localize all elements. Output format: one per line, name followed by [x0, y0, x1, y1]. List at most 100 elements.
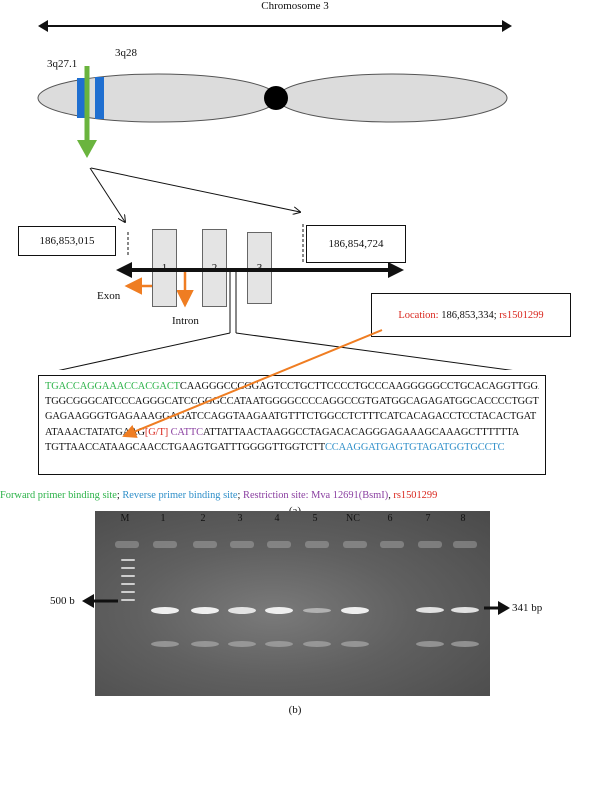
legend-sep-3: , [388, 490, 394, 501]
coord-left-text: 186,853,015 [39, 235, 95, 247]
legend-forward: Forward primer binding site [0, 490, 117, 501]
chromosome-p-arm [276, 73, 508, 123]
well-5 [305, 541, 329, 548]
product-band-4 [265, 607, 293, 614]
centromere [264, 86, 288, 110]
band-label-right: 3q28 [115, 47, 137, 59]
sequence-line-4-post: ATTATTAACTAAGGCCTAGACACAGGGAGAAAGCAAAGCT… [202, 426, 520, 438]
reverse-primer-seq: CCAAGGATGAGTGTAGATGGTGCCTC [324, 441, 505, 453]
dimer-band-3 [228, 641, 256, 647]
dimer-band-4 [265, 641, 293, 647]
marker-500b-label: 500 b [50, 595, 75, 607]
dimer-band-5 [303, 641, 331, 647]
sequence-line-3-text: GAGAAGGGTGAGAAAGGAGATCCAGGTAAGAATGTTTCTG… [45, 411, 537, 423]
product-band-5 [303, 608, 331, 613]
lane-label-m: M [120, 513, 130, 524]
product-band-7 [416, 607, 444, 613]
dimer-band-7 [416, 641, 444, 647]
location-position: 186,853,334; [438, 309, 500, 321]
marker-arrow-left [82, 594, 118, 608]
lane-label-4: 4 [274, 513, 280, 524]
well-3 [230, 541, 254, 548]
intron-zoom-diag-right [235, 332, 513, 370]
restriction-site-seq: CATTC [168, 426, 204, 438]
sequence-line-1: TGACCAGGAAACCACGACTCAAGGGCCCGGAGTCCTGCTT… [45, 379, 539, 394]
location-box: Location: 186,853,334; rs1501299 [371, 293, 571, 337]
marker-341bp-label: 341 bp [512, 602, 543, 614]
lane-label-5: 5 [312, 513, 318, 524]
coord-right-text: 186,854,724 [328, 238, 384, 250]
sequence-line-2-text: TGGCGGGCATCCCAGGGCATCCGGGCCATAATGGGGCCCC… [45, 396, 539, 408]
lane-label-8: 8 [460, 513, 466, 524]
chromosome-span-arrow [38, 20, 512, 32]
product-band-2 [191, 607, 219, 614]
chromosome-title: Chromosome 3 [261, 0, 329, 12]
ladder-band [121, 599, 135, 601]
intron-label: Intron [172, 315, 199, 327]
legend-sep-1: ; [116, 490, 123, 501]
exon-label-1: 1 [161, 262, 168, 274]
well-6 [380, 541, 404, 548]
sequence-line-4-pre: ATAAACTATATGAAG [45, 426, 145, 438]
ladder-band [121, 567, 135, 569]
well-m [115, 541, 139, 548]
lane-label-6: 6 [387, 513, 393, 524]
green-down-arrow [77, 66, 97, 158]
dimer-band-8 [451, 641, 479, 647]
ladder-band [121, 559, 135, 561]
gel-image: M 1 2 3 4 5 NC 6 7 8 [95, 511, 490, 696]
sequence-line-2: TGGCGGGCATCCCAGGGCATCCGGGCCATAATGGGGCCCC… [45, 394, 539, 409]
location-snp: rs1501299 [499, 309, 544, 321]
ladder-band [121, 575, 135, 577]
band-3q27-1 [77, 78, 86, 118]
marker-arrow-right [484, 601, 510, 615]
sequence-line-3: GAGAAGGGTGAGAAAGGAGATCCAGGTAAGAATGTTTCTG… [45, 409, 539, 424]
legend-reverse: Reverse primer binding site [122, 490, 238, 501]
legend-restriction: Restriction site: Mva 12691(BsmI) [243, 490, 389, 501]
ladder-band [121, 591, 135, 593]
chromosome-q-arm [37, 73, 279, 123]
panel-a-graphics [37, 20, 513, 370]
legend-snp: rs1501299 [393, 490, 438, 501]
well-7 [418, 541, 442, 548]
ladder-band [121, 583, 135, 585]
exon-box-2: 2 [202, 229, 227, 307]
sequence-box: TGACCAGGAAACCACGACTCAAGGGCCCGGAGTCCTGCTT… [38, 375, 546, 475]
exon-label: Exon [97, 290, 121, 302]
forward-primer-seq: TGACCAGGAAACCACGACT [45, 381, 180, 392]
dimer-band-2 [191, 641, 219, 647]
snp-allele: [G/T] [144, 426, 169, 438]
exon-box-1: 1 [152, 229, 177, 307]
lane-label-1: 1 [160, 513, 166, 524]
product-band-8 [451, 607, 479, 613]
zoom-line-right [90, 167, 300, 212]
sequence-line-4: ATAAACTATATGAAG[G/T] CATTCATTATTAACTAAGG… [45, 425, 539, 440]
band-label-left: 3q27.1 [47, 58, 78, 70]
product-band-3 [228, 607, 256, 614]
product-band-1 [151, 607, 179, 614]
legend-sep-2: ; [237, 490, 244, 501]
caption-b: (b) [288, 704, 302, 716]
well-nc [343, 541, 367, 548]
exon-label-3: 3 [256, 262, 263, 274]
coord-box-left: 186,853,015 [18, 226, 116, 256]
dimer-band-nc [341, 641, 369, 647]
exon-box-3: 3 [247, 232, 272, 304]
coord-box-right: 186,854,724 [306, 225, 406, 263]
sequence-legend: Forward primer binding site; Reverse pri… [0, 490, 590, 501]
product-band-nc [341, 607, 369, 614]
location-prefix: Location: [398, 309, 439, 321]
well-4 [267, 541, 291, 548]
band-3q28 [95, 77, 104, 119]
dimer-band-1 [151, 641, 179, 647]
sequence-line-5: TGTTAACCATAAGCAACCTGAAGTGATTTGGGGTTGGTCT… [45, 440, 539, 455]
sequence-line-5-pre: TGTTAACCATAAGCAACCTGAAGTGATTTGGGGTTGGTCT… [45, 441, 325, 453]
sequence-line-1-rest: CAAGGGCCCGGAGTCCTGCTTCCCCTGCCCAAGGGGGCCT… [179, 381, 539, 392]
lane-label-nc: NC [346, 513, 360, 524]
zoom-line-left [89, 167, 125, 222]
well-2 [193, 541, 217, 548]
lane-label-2: 2 [200, 513, 206, 524]
lane-label-7: 7 [425, 513, 431, 524]
well-8 [453, 541, 477, 548]
lane-label-3: 3 [237, 513, 243, 524]
